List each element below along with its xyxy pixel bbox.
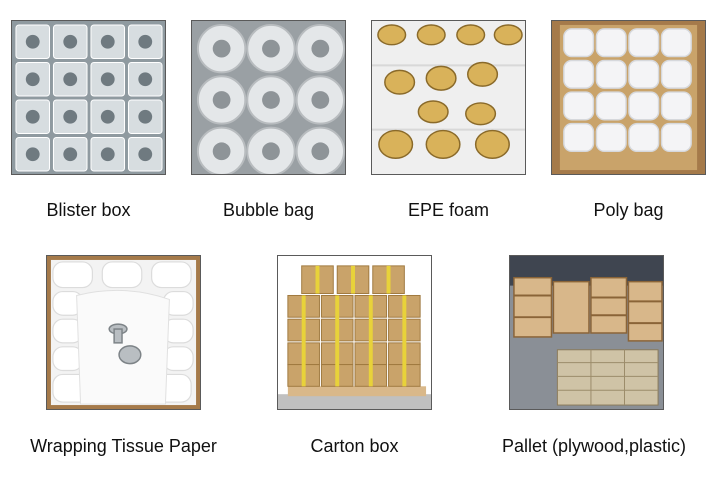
caption-poly-bag: Poly bag bbox=[593, 200, 664, 220]
blister-box-photo bbox=[11, 20, 166, 175]
carton-box-photo bbox=[277, 255, 432, 410]
poly-bag-photo bbox=[551, 20, 706, 175]
caption-wrapping-tissue-paper: Wrapping Tissue Paper bbox=[30, 436, 217, 456]
caption-blister-box: Blister box bbox=[46, 200, 131, 220]
epe-foam-photo bbox=[371, 20, 526, 175]
caption-bubble-bag: Bubble bag bbox=[222, 200, 315, 220]
bubble-bag-photo bbox=[191, 20, 346, 175]
caption-epe-foam: EPE foam bbox=[407, 200, 490, 220]
caption-pallet: Pallet (plywood,plastic) bbox=[501, 436, 687, 456]
caption-carton-box: Carton box bbox=[310, 436, 399, 456]
pallet-photo bbox=[509, 255, 664, 410]
wrapping-tissue-paper-photo bbox=[46, 255, 201, 410]
